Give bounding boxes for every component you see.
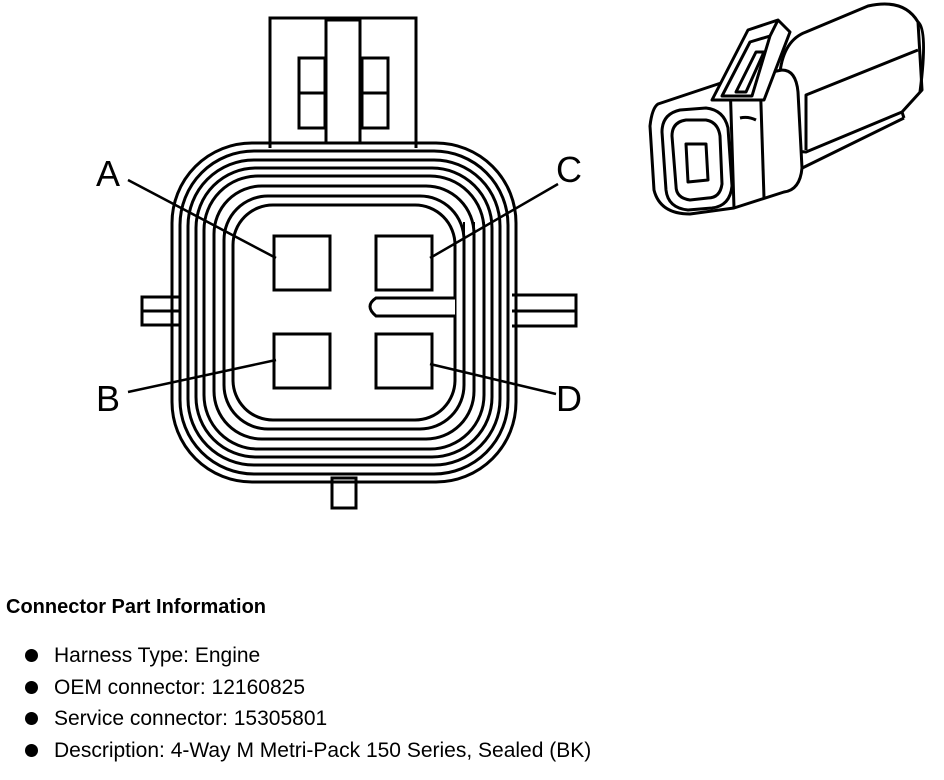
pin-cavity-a (272, 234, 332, 292)
info-item-text: Description: 4-Way M Metri-Pack 150 Seri… (54, 738, 592, 762)
leader-line-a (127, 178, 277, 260)
bullet-icon (25, 712, 38, 725)
pin-label-d: D (556, 378, 582, 419)
polarizing-rib (368, 296, 455, 318)
info-item-text: Service connector: 15305801 (54, 707, 328, 730)
connector-diagram: A C B D (96, 2, 926, 510)
locking-tab (268, 16, 418, 148)
pin-cavity-d (374, 332, 434, 390)
pin-label-b: B (96, 378, 120, 419)
info-item-description: Description: 4-Way M Metri-Pack 150 Seri… (6, 735, 936, 767)
connector-part-information: Connector Part Information Harness Type:… (6, 590, 936, 766)
pin-label-c: C (556, 149, 582, 190)
info-item-text: Harness Type: Engine (54, 644, 261, 667)
leader-line-b (127, 358, 277, 394)
info-item-harness-type: Harness Type: Engine (6, 640, 936, 672)
housing-rings (170, 141, 518, 484)
connector-isometric-view (648, 2, 926, 216)
info-list: Harness Type: Engine OEM connector: 1216… (6, 640, 936, 766)
bullet-icon (25, 680, 38, 694)
ring-channels (203, 159, 485, 466)
leader-line-c (429, 182, 559, 260)
left-key (140, 295, 180, 327)
info-item-service-connector: Service connector: 15305801 (6, 703, 936, 735)
pin-cavity-c (374, 234, 434, 292)
info-item-text: OEM connector: 12160825 (54, 675, 305, 699)
leader-line-d (429, 362, 557, 396)
right-key (512, 293, 578, 328)
info-heading: Connector Part Information (6, 596, 267, 618)
info-item-oem-connector: OEM connector: 12160825 (6, 672, 936, 704)
bullet-icon (25, 649, 38, 662)
pin-label-a: A (96, 153, 120, 194)
pin-cavity-b (272, 332, 332, 390)
bullet-icon (25, 743, 38, 757)
leader-lines (127, 178, 559, 396)
connector-face (140, 16, 578, 510)
